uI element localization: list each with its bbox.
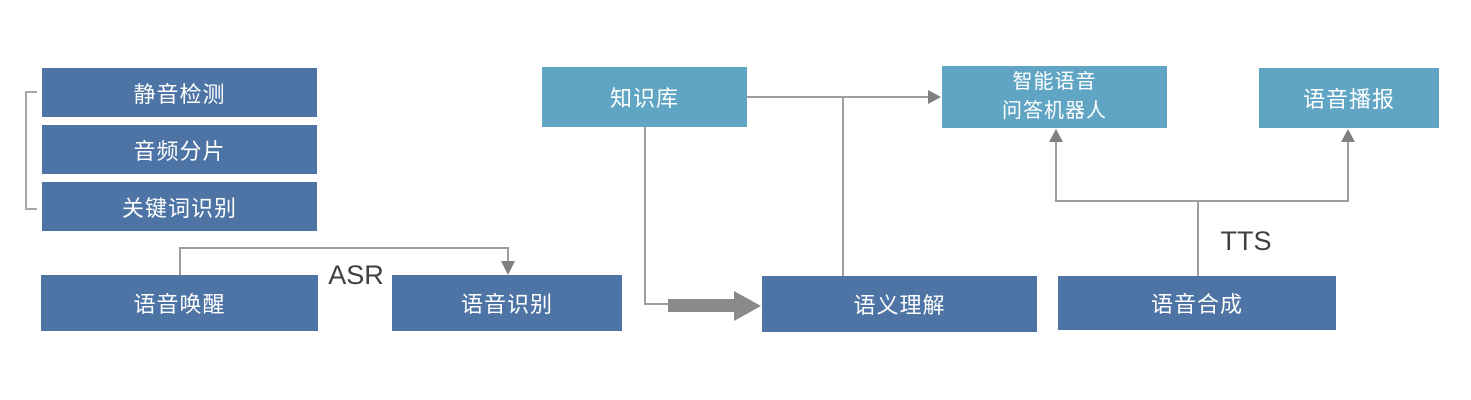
asr-connector-right-vertical <box>507 247 509 262</box>
node-audio-segmentation: 音频分片 <box>42 125 317 174</box>
asr-annotation: ASR <box>328 260 384 290</box>
node-voice-wakeup-label: 语音唤醒 <box>133 292 226 317</box>
kb-bottom-vertical <box>644 127 646 305</box>
node-keyword-recognition-label: 关键词识别 <box>121 195 237 221</box>
node-semantic-understanding: 语义理解 <box>762 276 1037 332</box>
node-speech-recognition-label: 语音识别 <box>460 292 553 317</box>
tts-center-vertical <box>1197 202 1199 276</box>
node-silence-detection-label: 静音检测 <box>133 81 226 107</box>
node-audio-segmentation-label: 音频分片 <box>133 138 226 164</box>
kb-to-robot-horizontal <box>747 96 929 98</box>
asr-connector-horizontal <box>179 247 509 249</box>
thick-arrow-body <box>668 299 734 312</box>
node-voice-wakeup: 语音唤醒 <box>41 275 318 331</box>
node-keyword-recognition: 关键词识别 <box>42 182 317 231</box>
node-voice-broadcast-label: 语音播报 <box>1302 87 1395 112</box>
tts-right-arrowhead-up-icon <box>1341 129 1355 142</box>
node-speech-recognition: 语音识别 <box>392 275 622 331</box>
left-bracket-bottom-tick <box>25 208 37 210</box>
node-knowledge-base: 知识库 <box>542 67 747 127</box>
asr-connector-left-vertical <box>179 247 181 275</box>
tjunction-vertical-to-semantic <box>842 96 844 276</box>
left-bracket-vertical <box>25 91 27 210</box>
left-bracket-top-tick <box>25 91 37 93</box>
node-qa-robot-label-line2: 问答机器人 <box>1002 100 1107 122</box>
node-knowledge-base-label: 知识库 <box>609 86 679 111</box>
tts-branch-horizontal <box>1055 200 1349 202</box>
tts-left-arrowhead-up-icon <box>1049 129 1063 142</box>
tts-annotation: TTS <box>1220 226 1272 256</box>
kb-to-robot-arrowhead-icon <box>928 90 941 104</box>
node-speech-synthesis: 语音合成 <box>1058 276 1336 330</box>
tts-left-vertical <box>1055 141 1057 202</box>
node-qa-robot: 智能语音 问答机器人 <box>942 66 1167 128</box>
kb-bottom-jog-horizontal <box>644 303 670 305</box>
node-voice-broadcast: 语音播报 <box>1259 68 1439 128</box>
node-qa-robot-label-line1: 智能语音 <box>1012 71 1097 93</box>
node-semantic-understanding-label: 语义理解 <box>853 293 946 318</box>
node-speech-synthesis-label: 语音合成 <box>1150 292 1243 317</box>
node-silence-detection: 静音检测 <box>42 68 317 117</box>
tts-right-vertical <box>1347 141 1349 202</box>
asr-arrowhead-down-icon <box>501 261 515 275</box>
thick-arrowhead-icon <box>734 291 761 321</box>
